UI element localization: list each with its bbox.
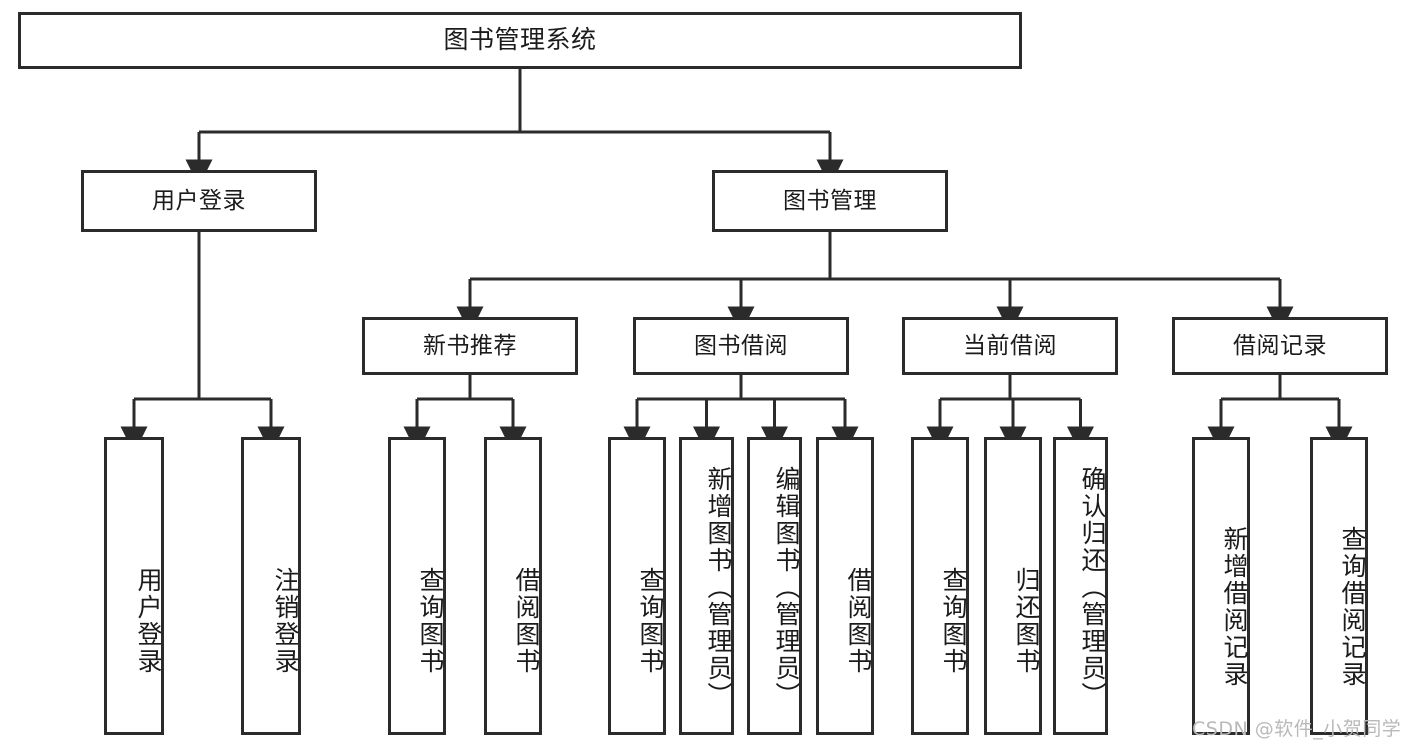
node-leaf-confirm-return[interactable]: 确认归还（管理员） [1053,437,1108,735]
node-label-book-borrow: 图书借阅 [694,332,788,359]
node-leaf-edit-book[interactable]: 编辑图书（管理员） [747,437,802,735]
node-book-manage[interactable]: 图书管理 [712,170,948,232]
node-leaf-add-book[interactable]: 新增图书（管理员） [679,437,734,735]
node-label-leaf-query-book-3: 查询图书 [939,567,968,675]
node-new-book-rec[interactable]: 新书推荐 [362,317,578,375]
node-label-leaf-borrow-book-2: 借阅图书 [844,567,873,675]
node-label-new-book-rec: 新书推荐 [423,332,517,359]
node-leaf-borrow-book-2[interactable]: 借阅图书 [816,437,874,735]
node-borrow-record[interactable]: 借阅记录 [1172,317,1388,375]
node-label-leaf-add-record: 新增借阅记录 [1220,526,1249,688]
node-label-leaf-logout: 注销登录 [271,567,300,675]
node-leaf-query-book-1[interactable]: 查询图书 [388,437,446,735]
node-label-leaf-query-record: 查询借阅记录 [1338,526,1367,688]
node-root[interactable]: 图书管理系统 [18,12,1022,69]
node-leaf-logout[interactable]: 注销登录 [241,437,301,735]
node-label-leaf-query-book-2: 查询图书 [636,567,665,675]
node-label-leaf-add-book: 新增图书（管理员） [704,466,733,709]
node-label-root: 图书管理系统 [443,25,597,55]
edge-group [120,69,1353,454]
node-label-leaf-return-book: 归还图书 [1012,567,1041,675]
node-leaf-add-record[interactable]: 新增借阅记录 [1192,437,1250,735]
node-current-borrow[interactable]: 当前借阅 [902,317,1118,375]
node-user-login[interactable]: 用户登录 [81,170,317,232]
node-leaf-query-book-2[interactable]: 查询图书 [608,437,666,735]
node-leaf-borrow-book-1[interactable]: 借阅图书 [484,437,542,735]
node-label-borrow-record: 借阅记录 [1233,332,1327,359]
node-label-user-login: 用户登录 [152,187,246,214]
node-leaf-query-book-3[interactable]: 查询图书 [911,437,969,735]
node-label-current-borrow: 当前借阅 [963,332,1057,359]
node-label-leaf-confirm-return: 确认归还（管理员） [1078,466,1107,709]
node-book-borrow[interactable]: 图书借阅 [633,317,849,375]
node-leaf-query-record[interactable]: 查询借阅记录 [1310,437,1368,735]
node-leaf-user-login[interactable]: 用户登录 [104,437,164,735]
node-label-leaf-query-book-1: 查询图书 [416,567,445,675]
node-label-leaf-edit-book: 编辑图书（管理员） [772,466,801,709]
node-label-leaf-borrow-book-1: 借阅图书 [512,567,541,675]
node-leaf-return-book[interactable]: 归还图书 [984,437,1042,735]
node-label-book-manage: 图书管理 [783,187,877,214]
node-label-leaf-user-login: 用户登录 [134,567,163,675]
